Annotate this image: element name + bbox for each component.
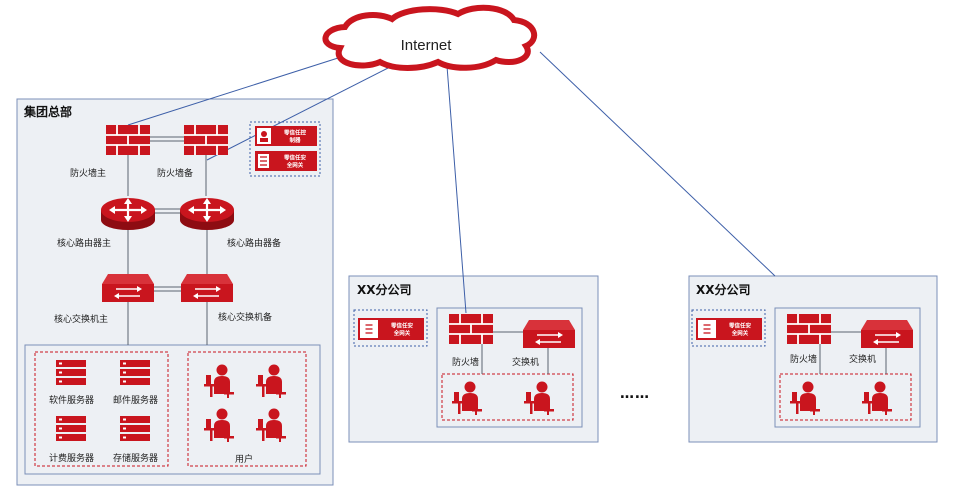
- hq-zerotrust-box: [249, 121, 321, 177]
- zt-controller-line1: 零信任控: [283, 129, 307, 137]
- branch2-zt-line2: 全网关: [731, 329, 749, 337]
- router-backup-icon: [178, 196, 236, 232]
- server-icon: [120, 416, 150, 441]
- zt-gateway-icon: [362, 321, 376, 337]
- zt-gateway-icon: [700, 321, 714, 337]
- server-group-box: [34, 351, 169, 467]
- router-backup-label: 核心路由器备: [227, 239, 282, 249]
- branch2-firewall-label: 防火墙: [790, 355, 818, 365]
- switch-main-label: 核心交换机主: [54, 315, 109, 325]
- connection-lines: [127, 51, 776, 314]
- router-main-label: 核心路由器主: [57, 239, 112, 249]
- server-label-storage: 存储服务器: [113, 454, 159, 464]
- redundant-pairs: [150, 136, 862, 333]
- branch1-switch-label: 交换机: [512, 358, 540, 368]
- internet-label: Internet: [400, 37, 452, 54]
- branch2-title: XX分公司: [696, 283, 751, 297]
- branch1-title: XX分公司: [357, 283, 412, 297]
- branch2-zt-line1: 零信任安: [728, 322, 752, 330]
- user-group-box: [187, 351, 307, 467]
- switch-backup-icon: [180, 273, 234, 303]
- server-icon: [56, 360, 86, 385]
- server-icon: [120, 360, 150, 385]
- zt-controller-line2: 制器: [289, 136, 301, 144]
- router-main-icon: [99, 196, 157, 232]
- branch1-zt-gateway-device: 零信任安 全网关: [358, 318, 424, 340]
- branch2-zt-gateway-device: 零信任安 全网关: [696, 318, 762, 340]
- server-label-software: 软件服务器: [49, 396, 95, 406]
- branch1-zt-line1: 零信任安: [390, 322, 414, 330]
- zt-gateway-icon: [257, 153, 270, 169]
- firewall-backup-icon: [183, 124, 229, 156]
- internet-cloud: [322, 4, 538, 71]
- branch1-zt-line2: 全网关: [393, 329, 411, 337]
- branch2-zerotrust-box: [691, 309, 766, 347]
- branch1-zerotrust-box: [353, 309, 428, 347]
- branch1-switch-icon: [522, 319, 576, 349]
- zt-controller-device: 零信任控 制器: [255, 126, 317, 146]
- branch2-switch-label: 交换机: [849, 355, 877, 365]
- hq-zt-gateway-line1: 零信任安: [283, 154, 307, 162]
- more-branches-ellipsis: ……: [620, 386, 650, 402]
- branch2-firewall-icon: [786, 313, 832, 345]
- switch-main-icon: [101, 273, 155, 303]
- branch1-firewall-label: 防火墙: [452, 358, 480, 368]
- users-label: 用户: [235, 455, 254, 465]
- branch1-firewall-icon: [448, 313, 494, 345]
- firewall-main-label: 防火墙主: [70, 169, 107, 179]
- switch-backup-label: 核心交换机备: [218, 313, 273, 323]
- hq-zt-gateway-line2: 全网关: [286, 161, 304, 169]
- hq-title: 集团总部: [24, 105, 73, 119]
- hq-zt-gateway-device: 零信任安 全网关: [255, 151, 317, 171]
- firewall-backup-label: 防火墙备: [157, 169, 194, 179]
- firewall-main-icon: [105, 124, 151, 156]
- branch1-user-group-box: [441, 373, 574, 421]
- branch2-user-group-box: [779, 373, 912, 421]
- server-label-mail: 邮件服务器: [113, 396, 159, 406]
- server-icon: [56, 416, 86, 441]
- server-label-billing: 计费服务器: [49, 454, 95, 464]
- branch2-switch-icon: [860, 319, 914, 349]
